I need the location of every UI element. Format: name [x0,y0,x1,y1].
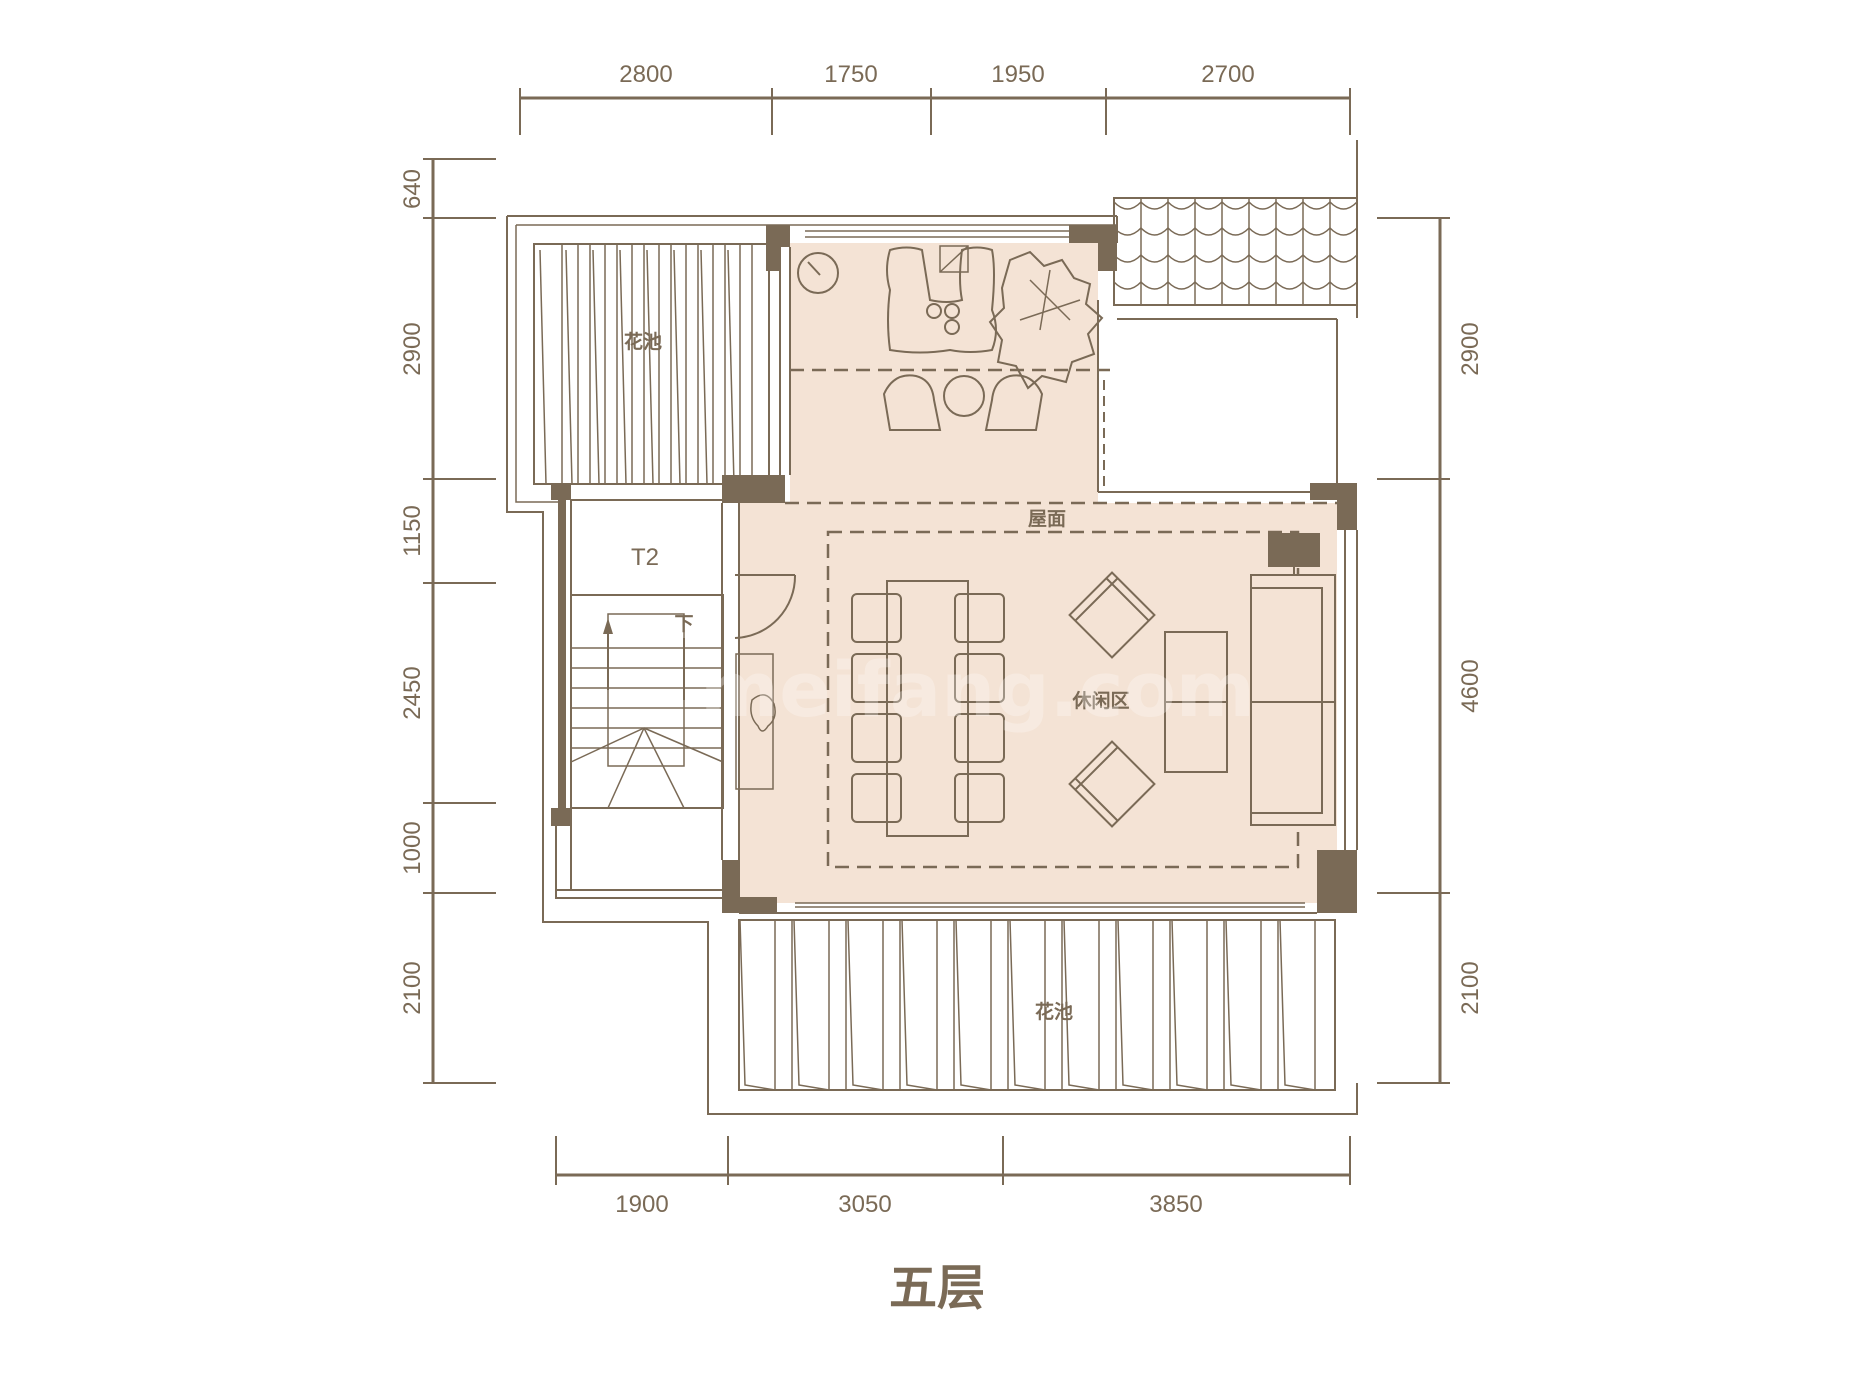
dim-left-1: 640 [399,169,426,209]
label-leisure: 休闲区 [1071,689,1129,712]
terrace-furniture [790,230,1110,431]
dim-bottom-1: 1900 [615,1191,668,1218]
dim-bottom-2: 3050 [838,1191,891,1218]
dim-top-3: 1950 [991,61,1044,88]
leisure-floor [739,503,1337,903]
dim-left-5: 1000 [399,821,426,874]
label-planter-bottom: 花池 [1035,1000,1073,1023]
dim-left-6: 2100 [399,961,426,1014]
dimension-left: 640 2900 1150 2450 1000 2100 [399,158,496,1084]
dim-left-2: 2900 [399,322,426,375]
leisure-furniture [785,501,1337,869]
dim-top-4: 2700 [1201,61,1254,88]
dimension-bottom: 1900 3050 3850 [555,1136,1351,1218]
dim-bottom-3: 3850 [1149,1191,1202,1218]
label-stair-down: 下 [674,613,693,635]
roof-tiles [1113,197,1358,306]
dim-right-2: 4600 [1457,659,1484,712]
dim-left-4: 2450 [399,666,426,719]
dim-left-3: 1150 [399,505,426,557]
planter-bottom: 花池 [738,902,1336,1091]
stair-t2: T2 下 [570,544,724,809]
floor-title: 五层 [889,1260,985,1316]
label-stair: T2 [631,544,659,571]
structural-columns [551,225,1357,913]
label-roof: 屋面 [1028,508,1066,530]
outer-boundary [506,215,1358,1115]
dim-right-3: 2100 [1457,961,1484,1014]
dim-top-2: 1750 [824,61,877,88]
label-planter-left: 花池 [624,330,662,353]
dimension-top: 2800 1750 1950 2700 [519,61,1351,135]
dimension-right: 2900 4600 2100 [1356,140,1484,1084]
planter-left: 花池 [533,243,770,485]
entry-door [734,574,797,790]
dim-top-1: 2800 [619,61,672,88]
watermark: meifang.com [700,645,1255,734]
dim-right-1: 2900 [1457,322,1484,375]
